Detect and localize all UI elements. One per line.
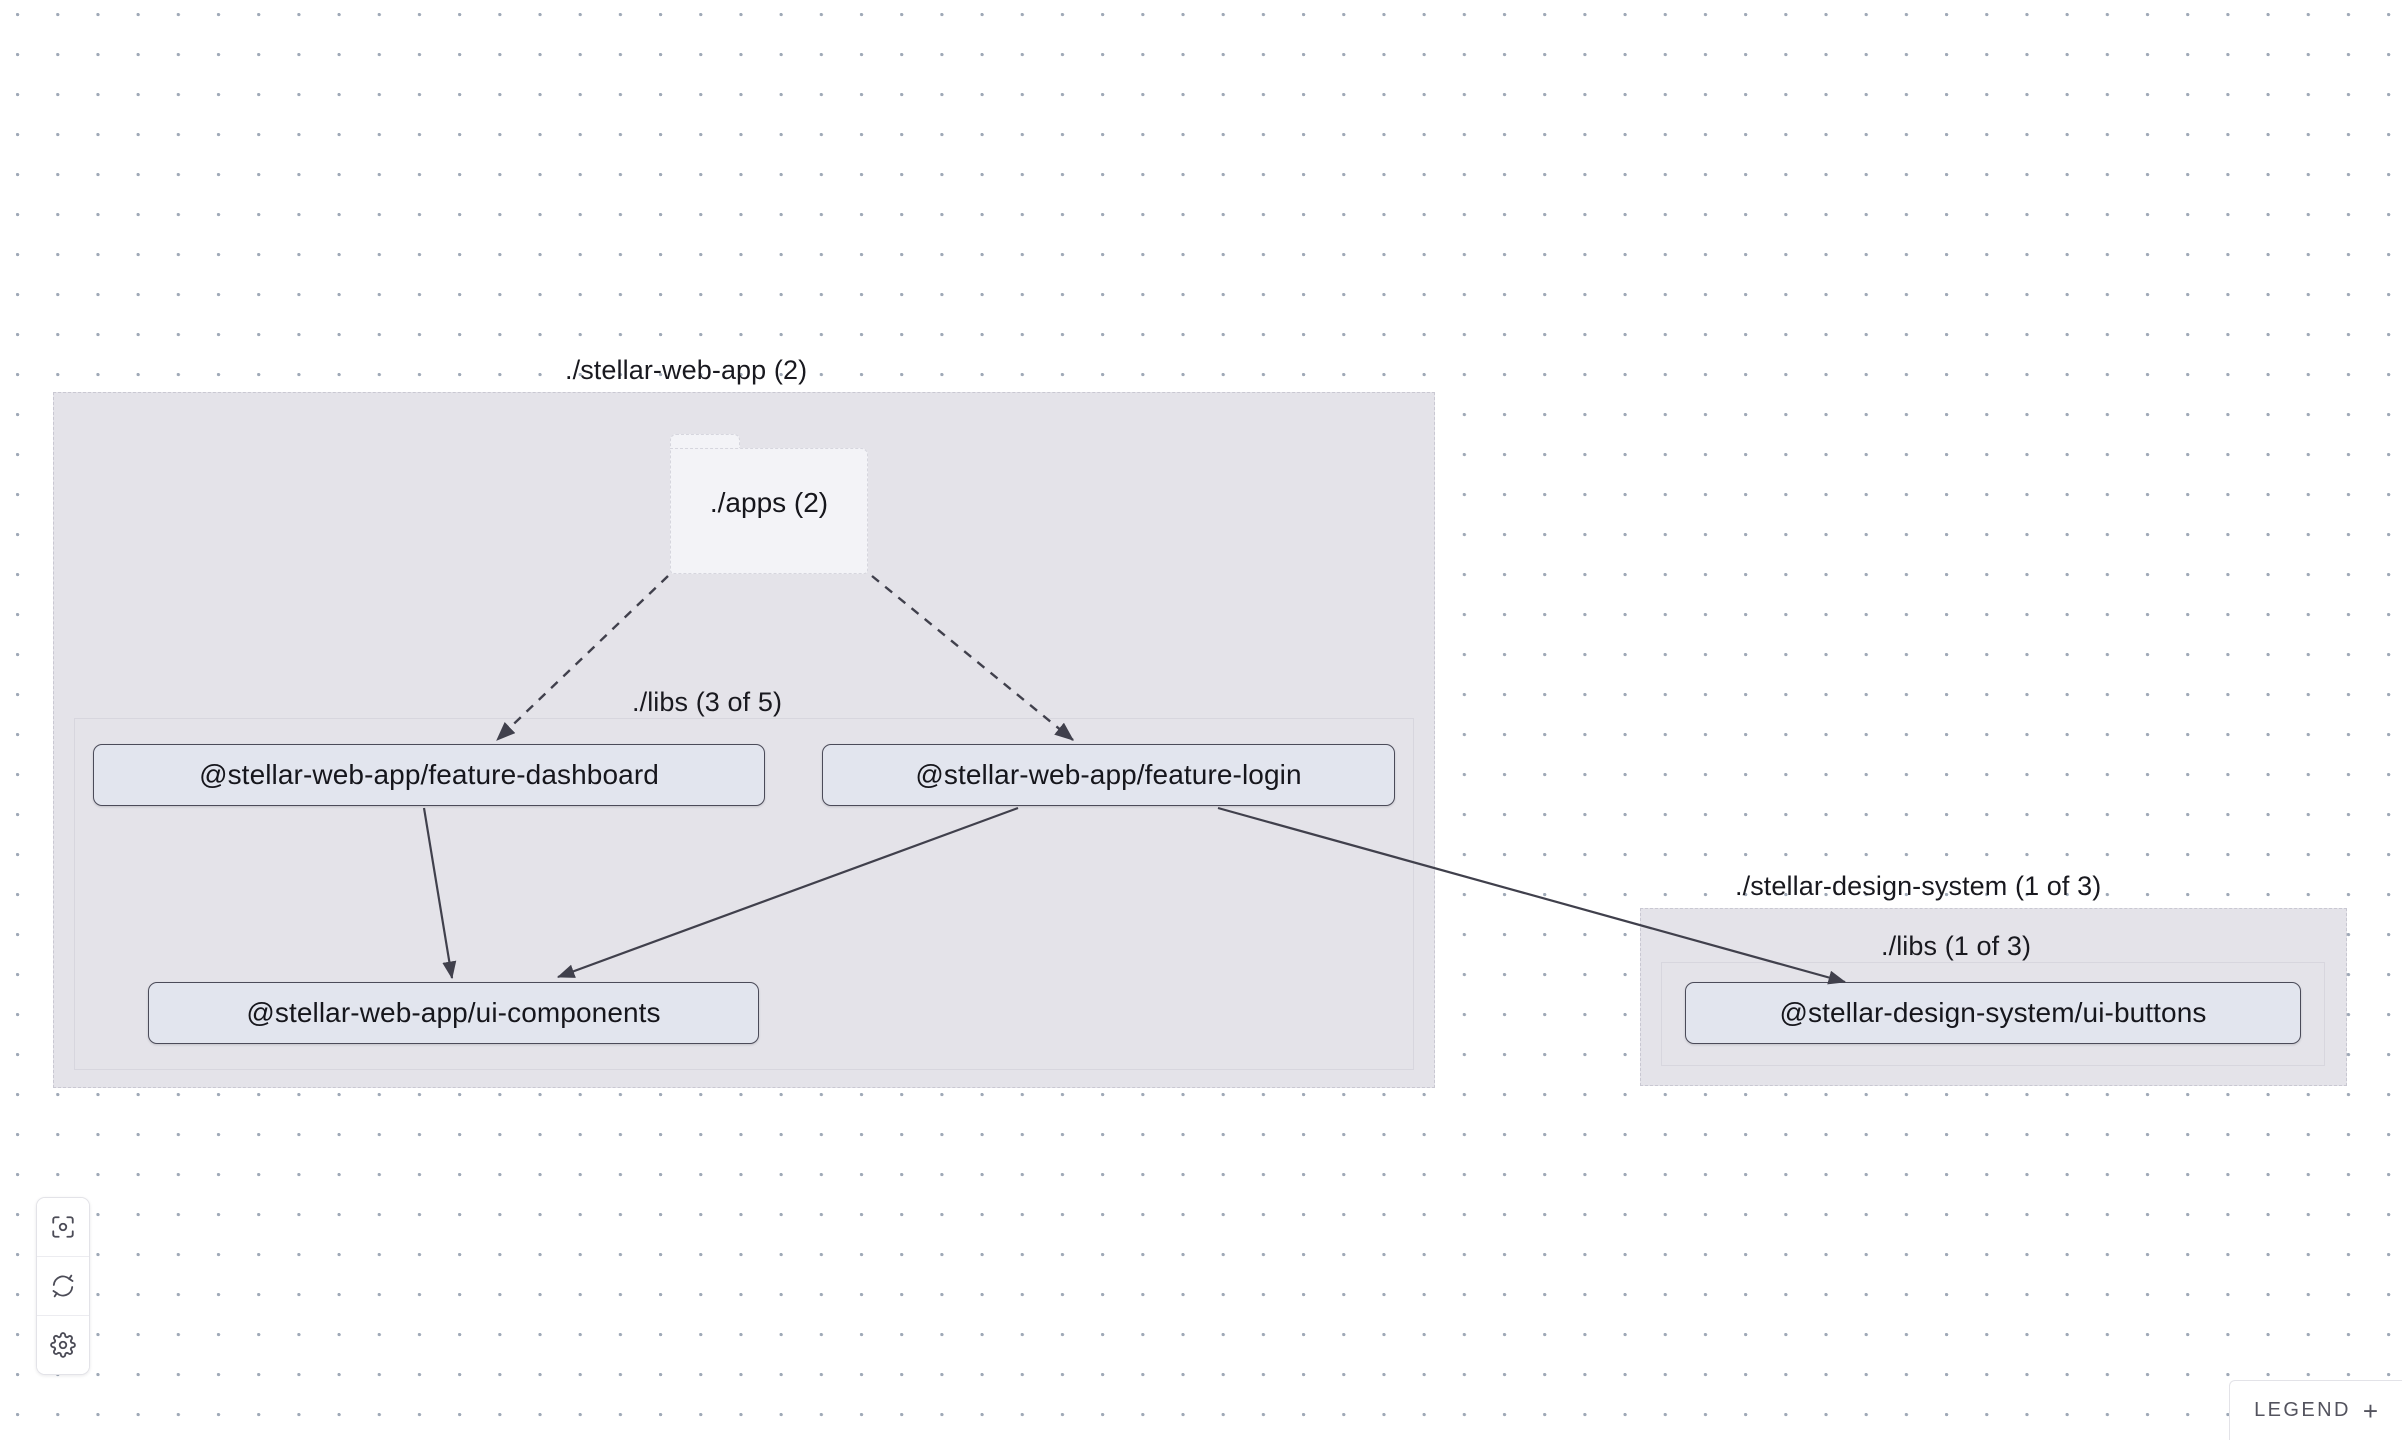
- node-feature-login[interactable]: @stellar-web-app/feature-login: [822, 744, 1395, 806]
- libs-container-stellar-design-system[interactable]: [1661, 962, 2325, 1066]
- folder-node-apps[interactable]: ./apps (2): [670, 434, 868, 574]
- graph-settings-button[interactable]: [37, 1316, 89, 1374]
- legend-button[interactable]: LEGEND +: [2229, 1380, 2402, 1440]
- node-ui-components[interactable]: @stellar-web-app/ui-components: [148, 982, 759, 1044]
- legend-label: LEGEND: [2254, 1399, 2351, 1421]
- focus-graph-button[interactable]: [37, 1198, 89, 1257]
- folder-label-apps: ./apps (2): [709, 487, 829, 518]
- libs-title-stellar-web-app: ./libs (3 of 5): [632, 687, 783, 717]
- node-feature-dashboard[interactable]: @stellar-web-app/feature-dashboard: [93, 744, 765, 806]
- refresh-icon: [50, 1273, 76, 1299]
- gear-icon: [50, 1332, 76, 1358]
- libs-title-stellar-design-system: ./libs (1 of 3): [1881, 931, 2032, 961]
- canvas-controls[interactable]: [36, 1197, 90, 1375]
- focus-target-icon: [50, 1214, 76, 1240]
- node-ui-buttons[interactable]: @stellar-design-system/ui-buttons: [1685, 982, 2301, 1044]
- legend-expand-icon: +: [2362, 1395, 2378, 1426]
- folder-body: ./apps (2): [670, 448, 868, 574]
- refresh-graph-button[interactable]: [37, 1257, 89, 1316]
- project-title-stellar-design-system: ./stellar-design-system (1 of 3): [1735, 871, 2102, 901]
- project-title-stellar-web-app: ./stellar-web-app (2): [565, 355, 808, 385]
